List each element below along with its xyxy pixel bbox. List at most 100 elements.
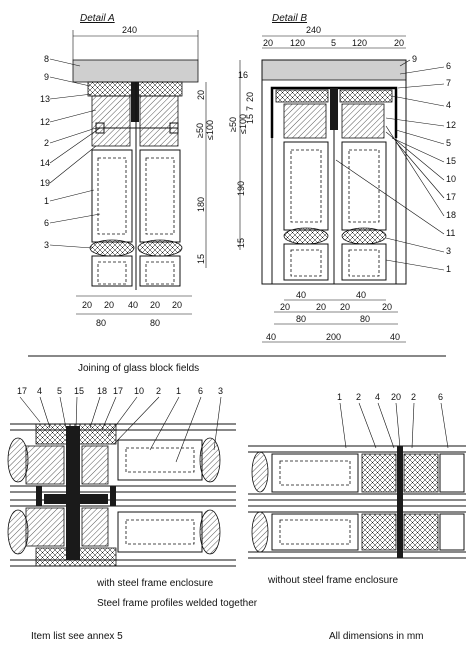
detail-a-title: Detail A xyxy=(80,13,115,24)
svg-text:8: 8 xyxy=(44,54,49,64)
svg-text:80: 80 xyxy=(150,318,160,328)
svg-text:≤100: ≤100 xyxy=(238,114,248,134)
welding-note: Steel frame profiles welded together xyxy=(97,598,258,609)
svg-text:80: 80 xyxy=(296,314,306,324)
detail-b-bottom-dims: 40 40 20 20 20 20 80 80 40 200 40 xyxy=(262,290,406,343)
svg-text:120: 120 xyxy=(352,38,367,48)
svg-text:12: 12 xyxy=(446,120,456,130)
svg-text:20: 20 xyxy=(280,302,290,312)
svg-text:6: 6 xyxy=(446,61,451,71)
svg-text:20: 20 xyxy=(150,300,160,310)
svg-text:20: 20 xyxy=(316,302,326,312)
svg-text:18: 18 xyxy=(97,386,107,396)
svg-text:16: 16 xyxy=(238,70,248,80)
svg-text:4: 4 xyxy=(446,100,451,110)
svg-text:200: 200 xyxy=(326,332,341,342)
detail-a-steel-profile xyxy=(131,82,139,122)
detail-b-title: Detail B xyxy=(272,13,307,24)
svg-text:15: 15 xyxy=(74,386,84,396)
svg-text:190: 190 xyxy=(236,181,246,196)
joint-profile xyxy=(397,446,403,558)
svg-text:6: 6 xyxy=(438,392,443,402)
svg-text:1: 1 xyxy=(446,264,451,274)
svg-text:≥50: ≥50 xyxy=(195,123,205,138)
svg-text:4: 4 xyxy=(37,386,42,396)
svg-text:9: 9 xyxy=(412,54,417,64)
svg-text:≥50: ≥50 xyxy=(228,117,238,132)
footer-dimensions-note: All dimensions in mm xyxy=(329,631,423,642)
svg-text:19: 19 xyxy=(40,178,50,188)
svg-text:15: 15 xyxy=(446,156,456,166)
svg-text:40: 40 xyxy=(266,332,276,342)
svg-text:20: 20 xyxy=(263,38,273,48)
lower-left-callouts: 17 4 5 15 18 17 10 2 1 6 3 xyxy=(17,386,223,463)
detail-b-callouts: 9 6 7 4 12 5 15 10 17 18 11 3 1 xyxy=(335,54,456,274)
detail-a-cap-plate xyxy=(72,59,199,83)
svg-text:3: 3 xyxy=(446,246,451,256)
svg-text:6: 6 xyxy=(44,218,49,228)
svg-text:9: 9 xyxy=(44,72,49,82)
section-title: Joining of glass block fields xyxy=(78,363,199,374)
svg-text:6: 6 xyxy=(198,386,203,396)
svg-text:80: 80 xyxy=(96,318,106,328)
svg-text:20: 20 xyxy=(382,302,392,312)
svg-text:≤100: ≤100 xyxy=(205,120,215,140)
lower-left-plan: 17 4 5 15 18 17 10 2 1 6 3 xyxy=(7,386,236,589)
detail-b-top-total: 240 xyxy=(306,25,321,35)
detail-b-cap-plate xyxy=(261,59,407,81)
svg-text:20: 20 xyxy=(340,302,350,312)
svg-text:17: 17 xyxy=(113,386,123,396)
svg-text:7: 7 xyxy=(446,78,451,88)
svg-text:12: 12 xyxy=(40,117,50,127)
svg-text:11: 11 xyxy=(446,228,455,238)
svg-text:15: 15 xyxy=(245,114,255,124)
svg-text:1: 1 xyxy=(44,196,49,206)
svg-text:20: 20 xyxy=(391,392,401,402)
svg-text:5: 5 xyxy=(331,38,336,48)
svg-text:20: 20 xyxy=(172,300,182,310)
svg-text:2: 2 xyxy=(411,392,416,402)
svg-text:10: 10 xyxy=(134,386,144,396)
svg-text:20: 20 xyxy=(196,90,206,100)
svg-text:17: 17 xyxy=(17,386,27,396)
svg-text:80: 80 xyxy=(360,314,370,324)
svg-text:15: 15 xyxy=(236,238,246,248)
footer-item-list: Item list see annex 5 xyxy=(31,631,123,642)
svg-text:20: 20 xyxy=(82,300,92,310)
steel-i-profile xyxy=(66,426,80,560)
detail-b-glass-blocks xyxy=(271,130,397,284)
svg-text:14: 14 xyxy=(40,158,50,168)
svg-text:2: 2 xyxy=(44,138,49,148)
svg-text:20: 20 xyxy=(245,92,255,102)
svg-text:1: 1 xyxy=(176,386,181,396)
svg-text:20: 20 xyxy=(394,38,404,48)
svg-text:15: 15 xyxy=(196,254,206,264)
lower-right-plan: 1 2 4 20 2 6 xyxy=(248,392,466,586)
svg-text:4: 4 xyxy=(375,392,380,402)
svg-text:5: 5 xyxy=(446,138,451,148)
svg-text:18: 18 xyxy=(446,210,456,220)
detail-a-glass-blocks xyxy=(89,82,183,290)
svg-text:40: 40 xyxy=(390,332,400,342)
svg-text:40: 40 xyxy=(296,290,306,300)
svg-text:2: 2 xyxy=(356,392,361,402)
svg-text:7: 7 xyxy=(245,106,255,111)
svg-text:3: 3 xyxy=(218,386,223,396)
svg-text:20: 20 xyxy=(104,300,114,310)
svg-text:10: 10 xyxy=(446,174,456,184)
svg-text:5: 5 xyxy=(57,386,62,396)
svg-text:40: 40 xyxy=(356,290,366,300)
detail-b-left-dims: 16 20 7 15 ≥50 ≤100 190 15 xyxy=(228,60,255,250)
svg-text:120: 120 xyxy=(290,38,305,48)
svg-text:3: 3 xyxy=(44,240,49,250)
detail-a-bottom-dims: 20 20 40 20 20 80 80 xyxy=(76,295,192,328)
caption-with-frame: with steel frame enclosure xyxy=(96,578,214,589)
svg-text:180: 180 xyxy=(196,197,206,212)
svg-text:1: 1 xyxy=(337,392,342,402)
svg-text:40: 40 xyxy=(128,300,138,310)
detail-a-callouts: 8 9 13 12 2 14 19 1 6 3 xyxy=(40,54,101,250)
detail-a-top-dim: 240 xyxy=(122,25,137,35)
detail-a: Detail A 240 xyxy=(40,13,215,328)
lower-right-callouts: 1 2 4 20 2 6 xyxy=(337,392,449,449)
